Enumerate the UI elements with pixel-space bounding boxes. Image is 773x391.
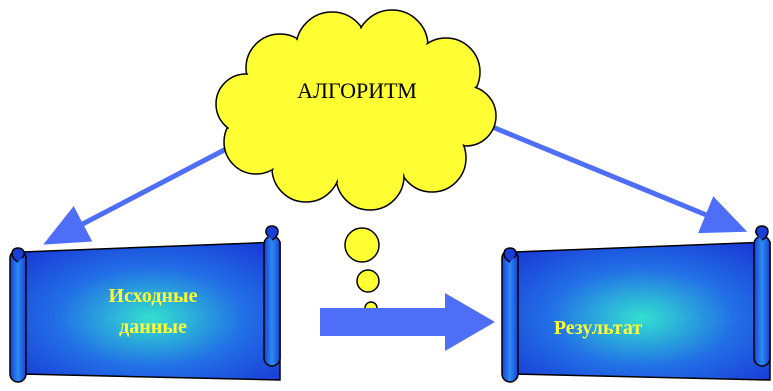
input-scroll: Исходные данные: [9, 225, 281, 383]
arrow-cloud-to-result: [489, 123, 748, 234]
result-scroll: Результат: [501, 225, 771, 383]
thought-bubbles: [344, 227, 380, 315]
input-label-line2: данные: [119, 316, 187, 338]
thought-bubble-large: [344, 227, 380, 263]
thought-bubble-medium: [356, 269, 380, 293]
block-arrow-input-to-result: [320, 293, 495, 351]
result-label: Результат: [554, 317, 643, 339]
arrow-cloud-to-input: [43, 145, 230, 245]
cloud-label: АЛГОРИТМ: [297, 78, 417, 103]
input-label-line1: Исходные: [109, 285, 198, 307]
algorithm-cloud: АЛГОРИТМ: [215, 9, 497, 211]
